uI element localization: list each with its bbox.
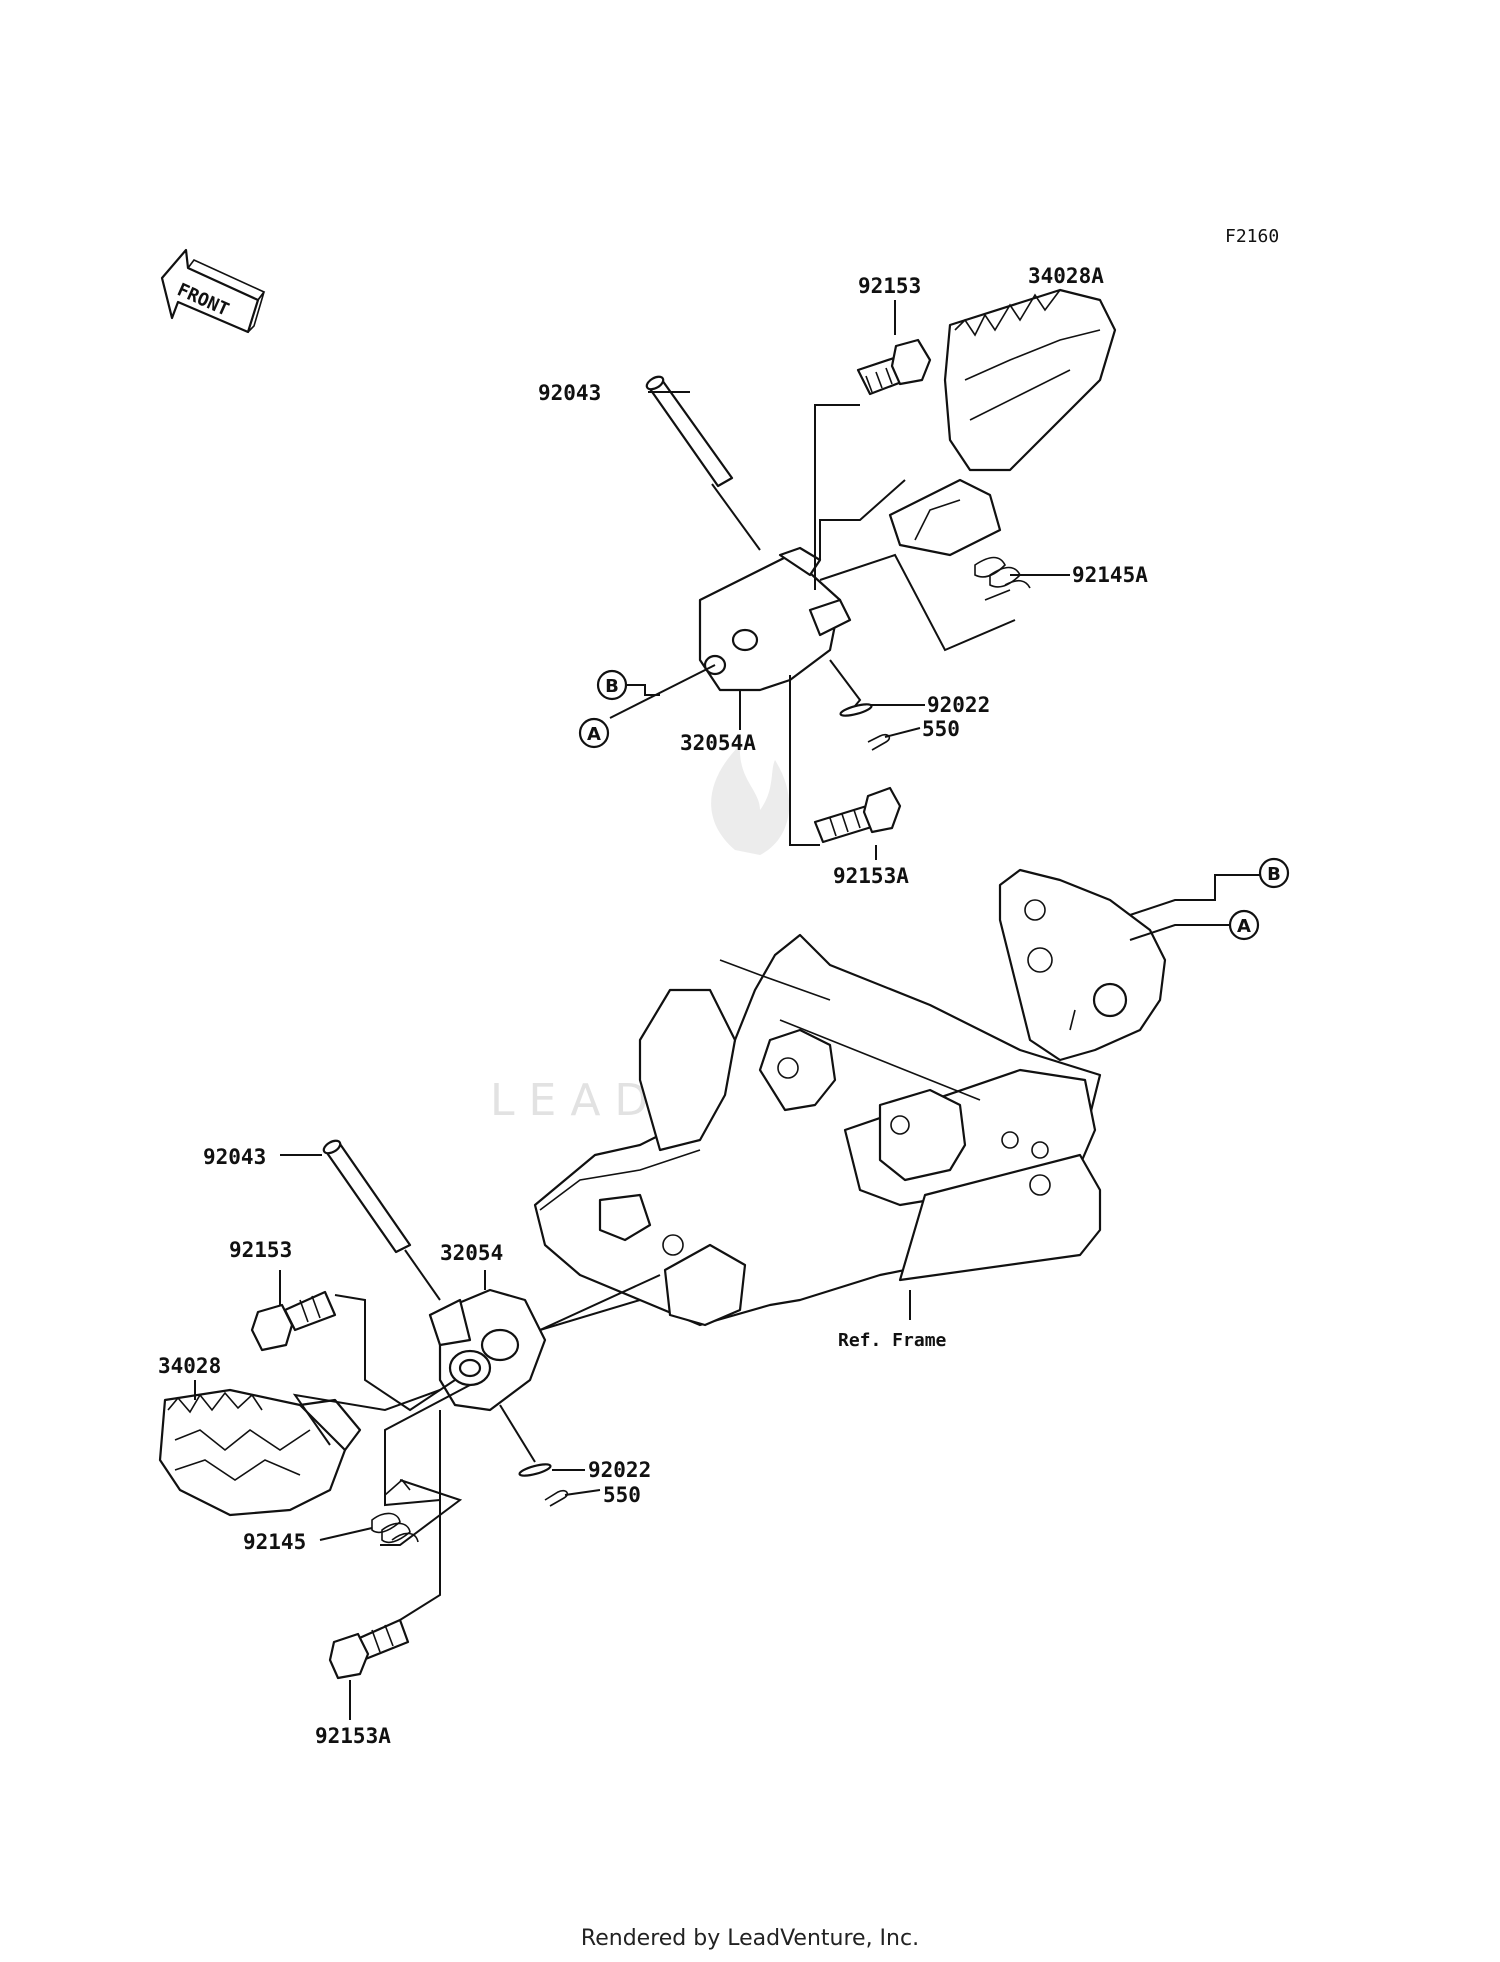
label-lower-bracket: 32054 — [440, 1241, 503, 1265]
label-upper-bolt: 92153 — [858, 274, 921, 298]
upper-assembly — [609, 288, 1117, 860]
marker-b-frame: B — [1258, 857, 1290, 889]
label-lower-spring: 92145 — [243, 1530, 306, 1554]
lower-pin-drawing — [322, 1139, 412, 1254]
lower-bolt-drawing — [250, 1290, 337, 1352]
upper-footpeg-drawing — [888, 288, 1117, 557]
label-upper-washer: 92022 — [927, 693, 990, 717]
marker-a-frame-text: A — [1237, 916, 1251, 937]
marker-b-upper-text: B — [605, 676, 619, 697]
lower-bracket-drawing — [428, 1288, 547, 1412]
figure-code: F2160 — [1225, 226, 1279, 247]
marker-a-upper: A — [578, 717, 610, 749]
label-upper-bracket: 32054A — [680, 731, 756, 755]
upper-spring-drawing — [974, 556, 1031, 601]
label-upper-footpeg: 34028A — [1028, 264, 1104, 288]
label-lower-cotter-pin: 550 — [603, 1483, 641, 1507]
label-lower-bolt: 92153 — [229, 1238, 292, 1262]
lower-washer-drawing — [518, 1463, 552, 1477]
label-upper-spring: 92145A — [1072, 563, 1148, 587]
lower-footpeg-drawing — [158, 1388, 362, 1517]
lower-mount-bolt-drawing — [328, 1618, 410, 1680]
footer-credit: Rendered by LeadVenture, Inc. — [580, 1926, 920, 1951]
frame-drawing — [533, 868, 1167, 1327]
label-frame: Ref. Frame — [838, 1330, 947, 1351]
lower-assembly — [158, 1139, 661, 1720]
marker-b-frame-text: B — [1267, 864, 1281, 885]
marker-b-upper: B — [596, 669, 628, 701]
label-upper-cotter-pin: 550 — [922, 717, 960, 741]
marker-a-upper-text: A — [587, 724, 601, 745]
lower-cotter-pin-drawing — [544, 1489, 569, 1507]
labels: 92043 92153 34028A 92145A 92022 550 3205… — [158, 264, 1148, 1748]
lower-spring-drawing — [371, 1478, 419, 1544]
upper-bolt-drawing — [856, 338, 932, 396]
upper-bracket-drawing — [698, 546, 852, 692]
upper-mount-bolt-drawing — [813, 786, 902, 844]
label-upper-mount-bolt: 92153A — [833, 864, 909, 888]
label-lower-washer: 92022 — [588, 1458, 651, 1482]
front-arrow-icon: FRONT — [160, 248, 266, 334]
marker-a-frame: A — [1228, 909, 1260, 941]
label-lower-pin: 92043 — [203, 1145, 266, 1169]
label-lower-footpeg: 34028 — [158, 1354, 221, 1378]
label-lower-mount-bolt: 92153A — [315, 1724, 391, 1748]
upper-pin-drawing — [645, 375, 734, 488]
label-upper-pin: 92043 — [538, 381, 601, 405]
